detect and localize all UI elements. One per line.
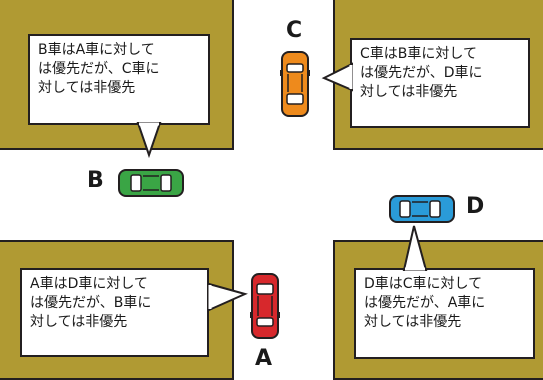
car-a-label: A (255, 346, 273, 371)
bubble-c-tail (321, 62, 353, 92)
bubble-a-line-3: 対しては非優先 (30, 314, 128, 330)
bubble-b-line-3: 対しては非優先 (38, 80, 136, 96)
bubble-c-line-2: は優先だが、D車に (360, 65, 483, 81)
bubble-car-d: D車はC車に対して は優先だが、A車に 対しては非優先 (354, 268, 535, 359)
bubble-b-tail (136, 122, 162, 159)
bubble-car-a: A車はD車に対して は優先だが、B車に 対しては非優先 (20, 268, 209, 357)
bubble-d-line-3: 対しては非優先 (364, 314, 462, 330)
bubble-a-tail (208, 282, 248, 312)
bubble-b-line-1: B車はA車に対して (38, 42, 155, 58)
bubble-d-tail (402, 225, 428, 271)
car-b-icon (118, 169, 184, 197)
bubble-d-line-2: は優先だが、A車に (364, 295, 486, 311)
car-c-icon (280, 51, 310, 117)
car-a-icon (250, 273, 280, 339)
bubble-car-c: C車はB車に対して は優先だが、D車に 対しては非優先 (350, 38, 530, 128)
bubble-a-line-1: A車はD車に対して (30, 276, 148, 292)
bubble-b-line-2: は優先だが、C車に (38, 61, 160, 77)
car-c-label: C (286, 18, 303, 43)
car-d-icon (389, 195, 455, 223)
car-d-label: D (466, 194, 485, 219)
bubble-c-line-3: 対しては非優先 (360, 84, 458, 100)
bubble-c-line-1: C車はB車に対して (360, 46, 477, 62)
car-b-label: B (87, 168, 104, 193)
bubble-car-b: B車はA車に対して は優先だが、C車に 対しては非優先 (28, 34, 210, 125)
bubble-a-line-2: は優先だが、B車に (30, 295, 152, 311)
bubble-d-line-1: D車はC車に対して (364, 276, 483, 292)
